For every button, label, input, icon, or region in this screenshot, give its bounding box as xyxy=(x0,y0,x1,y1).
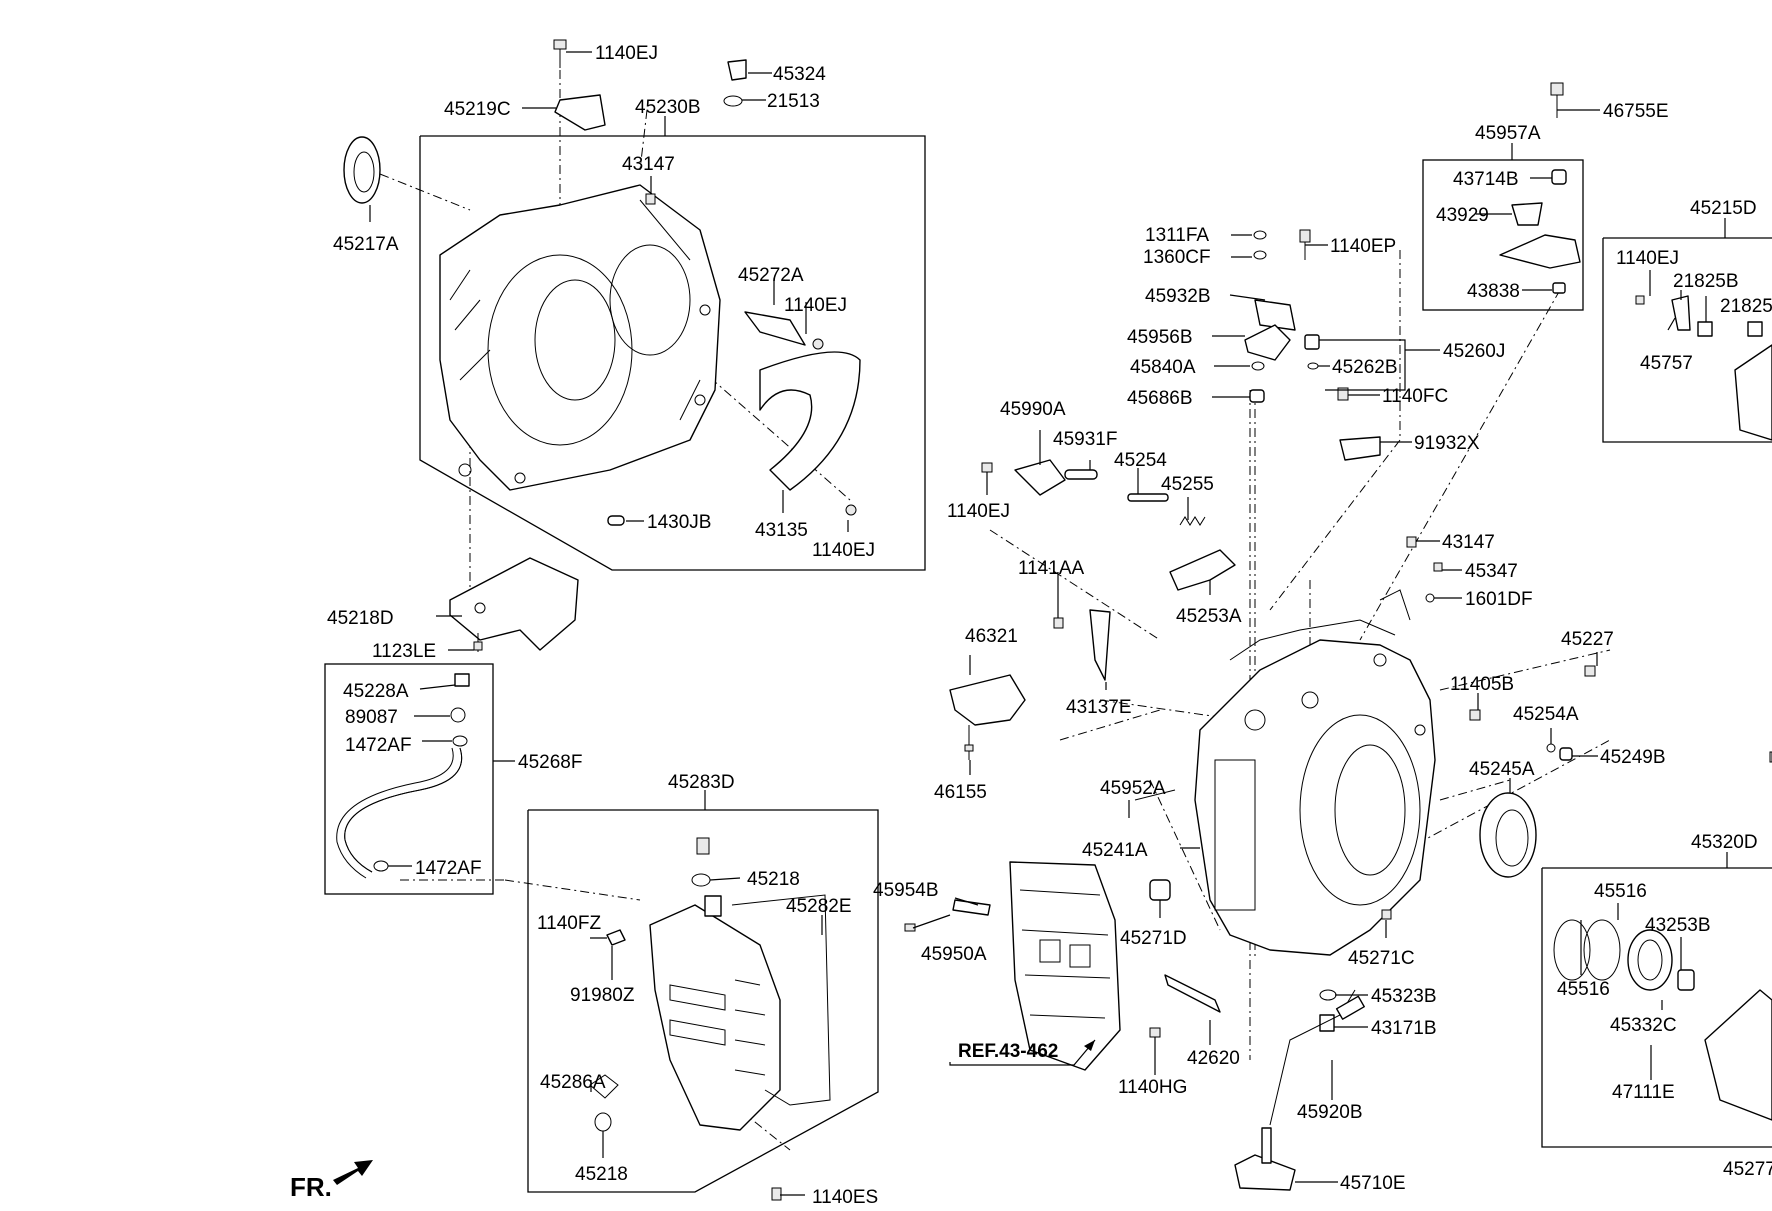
part-label: 45218 xyxy=(747,869,800,890)
part-label: 45260J xyxy=(1443,341,1505,362)
part-label: 45219C xyxy=(444,99,511,120)
part-label: 45272A xyxy=(738,265,804,286)
front-arrow-icon xyxy=(333,1160,373,1185)
part-label: 45215D xyxy=(1690,198,1757,219)
part-label: 43253B xyxy=(1645,915,1711,936)
part-label: 21825B xyxy=(1673,271,1739,292)
part-label: 21825 xyxy=(1720,296,1772,317)
part-label: 43147 xyxy=(1442,532,1495,553)
part-label: 45950A xyxy=(921,944,987,965)
part-label: 42620 xyxy=(1187,1048,1240,1069)
part-label: 45283D xyxy=(668,772,735,793)
part-label: 45271C xyxy=(1348,948,1415,969)
part-label: 45956B xyxy=(1127,327,1193,348)
part-label: 46321 xyxy=(965,626,1018,647)
part-label: 1140HG xyxy=(1118,1077,1187,1098)
part-label: 1140ES xyxy=(812,1187,878,1208)
part-label: 45323B xyxy=(1371,986,1437,1007)
part-labels: 1140EJ 45324 21513 45219C 45230B 43147 4… xyxy=(327,43,1772,1208)
front-label: FR. xyxy=(290,1172,332,1202)
part-label: 1360CF xyxy=(1143,247,1211,268)
part-label: 1140FZ xyxy=(537,913,601,934)
main-housing xyxy=(1194,589,1436,956)
part-label: 45757 xyxy=(1640,353,1693,374)
part-label: 21513 xyxy=(767,91,820,112)
part-label: 91932X xyxy=(1414,433,1480,454)
part-label: 43929 xyxy=(1436,205,1489,226)
part-label: 45286A xyxy=(540,1072,606,1093)
part-label: 1140EP xyxy=(1330,236,1396,257)
part-label: 45990A xyxy=(1000,399,1066,420)
part-label: 1430JB xyxy=(647,512,711,533)
part-label: 45277 xyxy=(1723,1159,1772,1180)
part-label: 45255 xyxy=(1161,474,1214,495)
part-label: 46755E xyxy=(1603,101,1669,122)
part-label: 45282E xyxy=(786,896,852,917)
parts xyxy=(336,39,1772,1201)
part-label: 45245A xyxy=(1469,759,1535,780)
part-label: 43135 xyxy=(755,520,808,541)
part-label: 45254A xyxy=(1513,704,1579,725)
part-label: 1311FA xyxy=(1145,225,1209,246)
part-label: 45241A xyxy=(1082,840,1148,861)
part-label: 91980Z xyxy=(570,985,635,1006)
part-label: 1472AF xyxy=(345,735,412,756)
part-label: 45271D xyxy=(1120,928,1187,949)
part-label: 45516 xyxy=(1557,979,1610,1000)
reference-label: REF.43-462 xyxy=(958,1041,1058,1062)
part-label: 1141AA xyxy=(1018,558,1085,579)
part-label: 45954B xyxy=(873,880,939,901)
part-label: 43714B xyxy=(1453,169,1519,190)
part-label: 45228A xyxy=(343,681,409,702)
part-label: 43147 xyxy=(622,154,675,175)
part-label: 45931F xyxy=(1053,429,1117,450)
part-label: 45218 xyxy=(575,1164,628,1185)
part-label: 45254 xyxy=(1114,450,1167,471)
part-label: 45347 xyxy=(1465,561,1518,582)
part-label: 45710E xyxy=(1340,1173,1406,1194)
part-label: 1140EJ xyxy=(784,295,847,316)
part-label: 45957A xyxy=(1475,123,1541,144)
part-label: 11405B xyxy=(1450,674,1514,695)
part-label: 45332C xyxy=(1610,1015,1677,1036)
part-label: 45218D xyxy=(327,608,394,629)
part-label: 45920B xyxy=(1297,1102,1363,1123)
part-label: 43171B xyxy=(1371,1018,1437,1039)
part-label: 1140EJ xyxy=(1616,248,1679,269)
part-label: 89087 xyxy=(345,707,398,728)
part-label: 45324 xyxy=(773,64,826,85)
part-label: 1140EJ xyxy=(947,501,1010,522)
part-label: 45217A xyxy=(333,234,399,255)
part-label: 45268F xyxy=(518,752,582,773)
part-label: 45249B xyxy=(1600,747,1666,768)
part-label: 1140EJ xyxy=(812,540,875,561)
part-label: 45932B xyxy=(1145,286,1211,307)
part-label: 45262B xyxy=(1332,357,1398,378)
part-label: 47111E xyxy=(1612,1082,1675,1103)
part-label: 45227 xyxy=(1561,629,1614,650)
part-label: 1140FC xyxy=(1382,386,1448,407)
part-label: 45952A xyxy=(1100,778,1166,799)
part-label: 43137E xyxy=(1066,697,1132,718)
leader-lines xyxy=(369,51,1728,1196)
part-label: 45320D xyxy=(1691,832,1758,853)
part-label: 1123LE xyxy=(372,641,436,662)
part-label: 1601DF xyxy=(1465,589,1533,610)
part-label: 43838 xyxy=(1467,281,1520,302)
part-label: 45253A xyxy=(1176,606,1242,627)
part-label: 1140EJ xyxy=(595,43,658,64)
part-label: 45686B xyxy=(1127,388,1193,409)
part-label: 45230B xyxy=(635,97,701,118)
part-label: 1472AF xyxy=(415,858,482,879)
group-boxes xyxy=(324,135,1772,1193)
transmission-case xyxy=(439,184,721,491)
part-label: 45516 xyxy=(1594,881,1647,902)
part-label: 45840A xyxy=(1130,357,1196,378)
part-label: 46155 xyxy=(934,782,987,803)
front-direction-indicator: FR. xyxy=(290,1160,373,1202)
